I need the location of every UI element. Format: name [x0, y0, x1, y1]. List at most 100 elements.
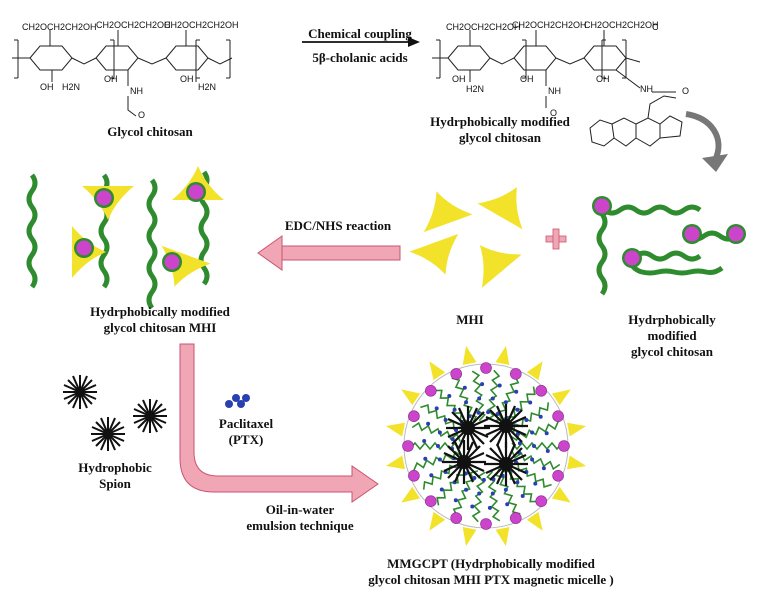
- oil-water-label-2: emulsion technique: [246, 518, 354, 533]
- chem-c: C: [652, 22, 659, 32]
- edc-nhs-label: EDC/NHS reaction: [284, 218, 392, 233]
- micelle-ptx-dot: [477, 491, 482, 496]
- micelle-mhi: [429, 511, 446, 531]
- micelle-sphere: [558, 440, 570, 452]
- chem-nh2-1: H2N: [62, 82, 81, 92]
- micelle-sphere: [424, 384, 437, 397]
- chem-oh-2: OH: [104, 74, 118, 84]
- micelle-mhi: [495, 527, 510, 547]
- micelle-ptx-dot: [497, 383, 502, 388]
- ptx-molecule-icon: [225, 394, 250, 408]
- micelle-mhi: [526, 511, 543, 531]
- mhi-label: MHI: [456, 312, 484, 327]
- micelle-ptx-dot: [439, 487, 444, 492]
- micelle-ptx-dot: [487, 505, 492, 510]
- micelle-sphere: [450, 368, 463, 380]
- micelle-sphere: [535, 495, 548, 508]
- chem-oh-3: OH: [180, 74, 194, 84]
- chem-ch2-6: CH2OCH2CH2OH: [584, 20, 659, 30]
- hmgc-right-label-1: Hydrphobically: [628, 312, 716, 327]
- chem-ch2-1: CH2OCH2CH2OH: [22, 22, 97, 32]
- micelle-mhi: [567, 455, 587, 470]
- micelle-mhi: [551, 486, 571, 503]
- coupling-label-2: 5β-cholanic acids: [312, 50, 408, 65]
- micelle-ptx-dot: [436, 444, 440, 448]
- micelle-ptx-dot: [533, 481, 538, 486]
- micelle-mhi: [462, 527, 477, 547]
- micelle-ptx-dot: [490, 491, 495, 496]
- micelle-sphere: [402, 440, 414, 452]
- chem-oh-1: OH: [40, 82, 54, 92]
- micelle-sphere: [535, 384, 548, 397]
- micelle: [385, 345, 587, 547]
- micelle-ptx-dot: [453, 498, 458, 503]
- coupling-arrow: [302, 37, 420, 47]
- micelle-ptx-dot: [530, 457, 535, 462]
- micelle-ptx-dot: [545, 449, 550, 453]
- micelle-spion: [444, 404, 492, 452]
- chem-nh2-3: H2N: [466, 84, 485, 94]
- micelle-ptx-dot: [503, 400, 508, 405]
- micelle-ptx-dot: [503, 487, 508, 492]
- micelle-ptx-dot: [530, 430, 535, 435]
- micelle-ptx-dot: [538, 414, 543, 419]
- chem-nh-1: NH: [130, 86, 143, 96]
- micelle-ptx-dot: [528, 400, 533, 405]
- micelle-mhi: [567, 422, 587, 437]
- micelle-ptx-dot: [450, 437, 455, 442]
- micelle-sphere: [450, 512, 463, 524]
- hmgc-mhi-label-2: glycol chitosan MHI: [103, 320, 217, 335]
- micelle-mhi: [551, 389, 571, 406]
- mhi-shape: [409, 173, 540, 288]
- micelle-ptx-dot: [447, 394, 452, 398]
- plus-icon: [545, 228, 567, 250]
- micelle-sphere: [509, 368, 522, 380]
- micelle-sphere: [408, 410, 420, 423]
- spion-label-1: Hydrophobic: [78, 460, 152, 475]
- micelle-spion: [440, 438, 488, 486]
- chem-oh-5: OH: [520, 74, 534, 84]
- micelle-ptx-dot: [544, 431, 549, 436]
- chem-oh-6: OH: [596, 74, 610, 84]
- glycol-chitosan-label: Glycol chitosan: [107, 124, 193, 139]
- chem-ch2-2: CH2OCH2CH2OH: [96, 20, 171, 30]
- chem-nh-2: NH: [548, 86, 561, 96]
- hmgc-mhi-label-1: Hydrphobically modified: [90, 304, 230, 319]
- micelle-ptx-dot: [434, 406, 439, 411]
- micelle-ptx-dot: [486, 410, 491, 415]
- micelle-mhi: [385, 422, 405, 437]
- spion-icon: [62, 374, 168, 452]
- coupling-label-1: Chemical coupling: [308, 26, 412, 41]
- micelle-label-1: MMGCPT (Hydrphobically modified: [387, 556, 595, 571]
- hmgc-top-label-2: glycol chitosan: [459, 130, 541, 145]
- micelle-ptx-dot: [462, 385, 467, 390]
- chem-nh2-2: H2N: [198, 82, 217, 92]
- micelle-mhi: [385, 455, 405, 470]
- micelle-mhi: [401, 486, 421, 503]
- micelle-ptx-dot: [429, 473, 434, 478]
- hmgc-right-label-3: glycol chitosan: [631, 344, 713, 359]
- micelle-ptx-dot: [524, 418, 529, 422]
- micelle-ptx-dot: [464, 400, 469, 405]
- micelle-mhi: [526, 361, 543, 381]
- micelle-ptx-dot: [480, 382, 485, 387]
- spion-label-2: Spion: [99, 476, 131, 491]
- emulsion-arrow: [179, 343, 379, 503]
- micelle-sphere: [480, 362, 492, 374]
- ptx-label-2: (PTX): [228, 432, 264, 447]
- micelle-ptx-dot: [423, 456, 428, 461]
- chem-oh-4: OH: [452, 74, 466, 84]
- micelle-ptx-dot: [470, 504, 475, 509]
- micelle-ptx-dot: [477, 396, 482, 401]
- oil-water-label-1: Oil-in-water: [265, 502, 335, 517]
- hmgc-mhi-assembly: [26, 166, 224, 310]
- micelle-ptx-dot: [437, 457, 442, 462]
- glycol-chitosan-structure: [12, 30, 233, 117]
- hmgc-right-assembly: [592, 196, 746, 296]
- micelle-mhi: [462, 345, 477, 365]
- micelle-mhi: [495, 345, 510, 365]
- micelle-mhi: [401, 389, 421, 406]
- micelle-ptx-dot: [515, 480, 520, 485]
- chem-ch2-5: CH2OCH2CH2OH: [512, 20, 587, 30]
